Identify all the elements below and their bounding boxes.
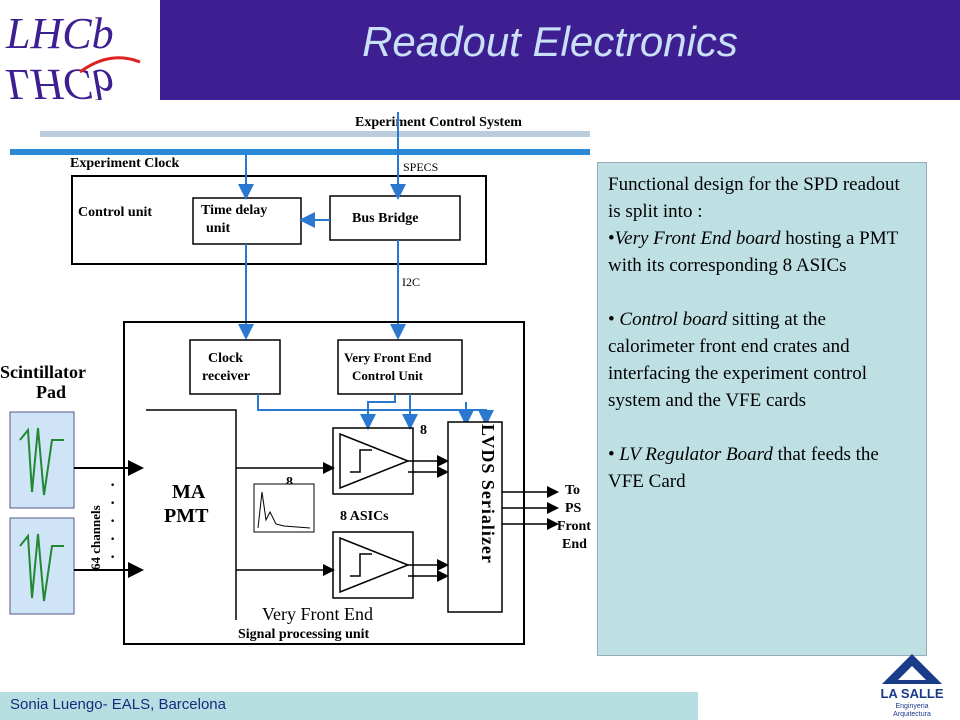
svg-text:Clock: Clock <box>208 351 243 366</box>
svg-text:Time delay: Time delay <box>201 203 267 218</box>
header-bar: LHCb LHCb Readout Electronics <box>0 0 960 109</box>
svg-text:8: 8 <box>286 475 293 490</box>
scintillator-pad-2 <box>9 517 75 615</box>
description-item-1: •Very Front End board hosting a PMT with… <box>608 228 898 276</box>
la-salle-logo: LA SALLE Enginyeria Arquitectura <box>880 654 944 718</box>
footer-text: Sonia Luengo- EALS, Barcelona <box>10 696 226 713</box>
description-item-3: • LV Regulator Board that feeds the VFE … <box>608 444 879 492</box>
svg-text:LA SALLE: LA SALLE <box>880 686 943 701</box>
svg-text:Control Unit: Control Unit <box>352 368 424 383</box>
spu-label: Signal processing unit <box>238 627 370 642</box>
svg-text:Very Front End: Very Front End <box>344 350 432 365</box>
svg-text:Front: Front <box>557 519 591 534</box>
asics-label: 8 ASICs <box>340 509 389 524</box>
svg-text:Enginyeria: Enginyeria <box>895 703 928 710</box>
description-box: Functional design for the SPD readout is… <box>597 162 927 656</box>
lhcb-logo: LHCb LHCb <box>0 0 160 109</box>
control-unit-label: Control unit <box>78 205 152 220</box>
svg-text:·: · <box>110 495 115 512</box>
svg-text:Arquitectura: Arquitectura <box>893 711 931 718</box>
footer-bar: Sonia Luengo- EALS, Barcelona <box>0 692 698 720</box>
readout-diagram: Experiment Control System Experiment Clo… <box>0 112 591 645</box>
svg-text:Pad: Pad <box>36 382 66 402</box>
clock-label: Experiment Clock <box>70 156 179 171</box>
svg-text:8: 8 <box>420 423 427 438</box>
ecs-label: Experiment Control System <box>355 115 522 130</box>
vfe-label: Very Front End <box>262 604 373 624</box>
svg-text:·: · <box>110 531 115 548</box>
svg-text:·: · <box>110 549 115 566</box>
svg-text:End: End <box>562 537 587 552</box>
svg-text:PS: PS <box>565 501 582 516</box>
channels-label: 64 channels <box>88 505 103 570</box>
svg-text:To: To <box>565 483 580 498</box>
svg-text:unit: unit <box>206 221 230 236</box>
scintillator-pad-1 <box>9 411 75 509</box>
svg-text:·: · <box>110 477 115 494</box>
svg-text:PMT: PMT <box>164 505 209 527</box>
svg-text:MA: MA <box>172 481 206 503</box>
svg-text:Scintillator: Scintillator <box>0 362 86 382</box>
lvds-label: LVDS Serializer <box>478 424 498 564</box>
svg-text:LHCb: LHCb <box>5 60 114 100</box>
svg-text:receiver: receiver <box>202 369 250 384</box>
svg-text:LHCb: LHCb <box>5 9 114 58</box>
specs-label: SPECS <box>403 160 438 174</box>
bus-bridge-label: Bus Bridge <box>352 211 419 226</box>
description-intro: Functional design for the SPD readout is… <box>608 174 900 222</box>
page-title: Readout Electronics <box>362 18 738 65</box>
description-item-2: • Control board sitting at the calorimet… <box>608 309 868 411</box>
i2c-label: I2C <box>402 275 420 289</box>
svg-text:·: · <box>110 513 115 530</box>
